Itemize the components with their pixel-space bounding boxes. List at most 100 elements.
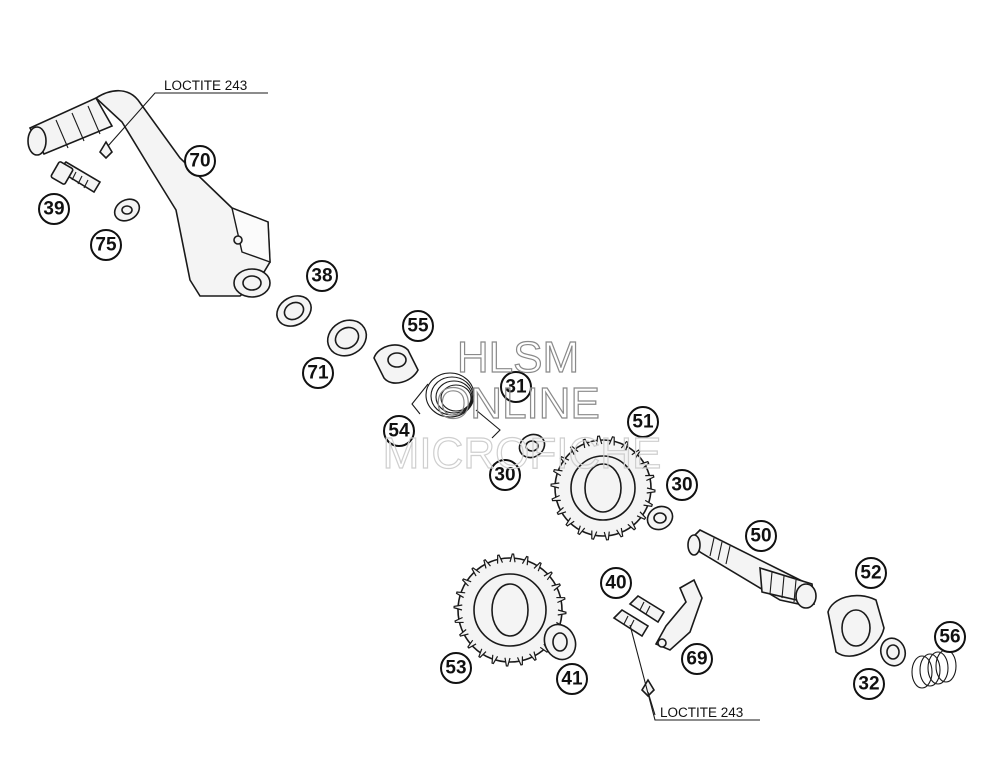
callout-31: 31 [500,371,532,403]
gear-tooth [596,435,603,445]
svg-text:41: 41 [561,669,583,690]
svg-text:52: 52 [860,563,881,584]
gear-tooth [529,651,537,661]
callout-69: 69 [681,643,713,675]
gear-tooth [591,530,598,540]
svg-text:38: 38 [311,266,332,287]
watermark-line-1: HLSM [457,333,579,382]
callout-54: 54 [383,415,415,447]
svg-text:40: 40 [605,573,626,594]
svg-text:39: 39 [43,199,64,220]
gear-tooth [496,554,504,564]
svg-text:30: 30 [671,475,692,496]
lever-bolt [50,160,102,194]
gear-tooth [577,525,586,536]
gear-tooth [616,527,624,538]
svg-text:31: 31 [505,377,527,398]
watermark-line-3: MICROFICHE [383,429,662,478]
gear-tooth [557,609,567,616]
kick-gear-51 [550,435,656,541]
washer-75 [113,198,141,222]
callout-53: 53 [440,652,472,684]
gear-tooth [453,604,463,611]
gear-tooth [643,499,653,507]
svg-text:75: 75 [95,235,117,256]
gear-tooth [646,487,656,494]
leader-lines [107,92,760,721]
callout-39: 39 [38,193,70,225]
svg-text:32: 32 [858,674,879,695]
gear-tooth [509,553,516,563]
kick-starter-lever [27,89,271,298]
kick-shaft-50 [687,529,817,609]
callout-55: 55 [402,310,434,342]
callout-50: 50 [745,520,777,552]
gear-tooth [627,520,637,531]
callout-32: 32 [853,668,885,700]
callout-71: 71 [302,357,334,389]
callout-51: 51 [627,406,659,438]
gear-tooth [471,567,481,577]
bolt-clip [640,678,656,698]
seal-ring-38 [276,295,312,327]
svg-text:69: 69 [686,649,707,670]
svg-text:55: 55 [407,316,429,337]
gear-tooth [533,561,542,572]
gear-tooth [559,455,570,465]
svg-text:71: 71 [307,363,329,384]
shaft-seal-71 [326,319,368,357]
watermark-line-2: ONLINE [436,379,600,428]
guide-bolts-40 [612,594,666,638]
callout-75: 75 [90,229,122,261]
gear-tooth [504,657,511,667]
gear-tooth [467,639,477,649]
gear-tooth [543,571,553,581]
guide-plate-69 [654,578,703,651]
ratchet-52 [827,594,885,657]
svg-text:51: 51 [632,412,654,433]
gear-tooth [491,654,499,665]
gear-tooth [551,494,561,502]
gear-tooth [556,506,567,516]
washer-30-upper [518,433,546,459]
gear-tooth [550,482,560,489]
loctite-note-bottom: LOCTITE 243 [660,705,743,720]
gear-tooth [553,469,563,477]
gear-tooth [521,555,529,566]
callout-38: 38 [306,260,338,292]
watermark: HLSM ONLINE MICROFICHE [382,332,662,478]
callout-41: 41 [556,663,588,695]
callout-30-upper: 30 [489,459,521,491]
gear-tooth [516,656,524,666]
washer-32 [879,637,907,667]
gear-tooth [569,445,579,456]
gear-tooth [631,449,641,459]
callout-52: 52 [855,557,887,589]
loctite-note-top: LOCTITE 243 [164,78,247,93]
gear-tooth [556,596,566,604]
lever-clip [98,140,114,160]
svg-text:53: 53 [445,658,466,679]
torsion-spring-54 [411,372,501,439]
gear-tooth [636,511,647,521]
gear-tooth [645,474,655,482]
callout-30-lower: 30 [666,469,698,501]
callout-40: 40 [600,567,632,599]
callout-56: 56 [934,621,966,653]
gear-tooth [454,616,464,624]
gear-tooth [478,648,487,659]
gear-tooth [620,440,629,451]
svg-text:54: 54 [388,421,410,442]
gear-tooth [461,578,472,587]
gear-tooth [459,629,469,637]
gear-tooth [582,438,590,449]
washer-41 [543,623,577,661]
gear-tooth [483,559,491,569]
gear-tooth [455,591,466,599]
gear-tooth [603,531,610,541]
gear-tooth [565,517,575,527]
intermediate-gear-53 [453,553,567,667]
gear-tooth [608,436,615,446]
